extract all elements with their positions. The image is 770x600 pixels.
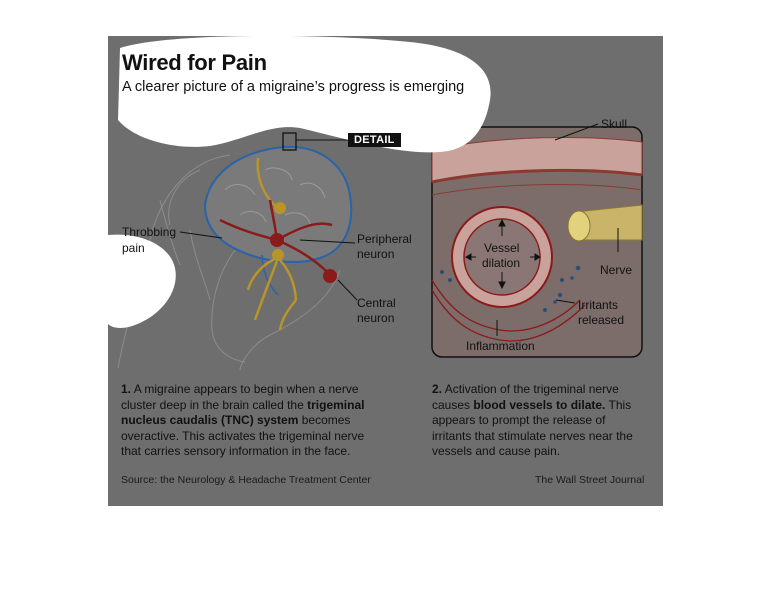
white-blob-left [108, 234, 176, 328]
caption-1-bold: trigeminal nucleus caudalis (TNC) system [121, 397, 365, 428]
caption-1-text-a: A migraine appears to begin when a nerve… [121, 382, 359, 412]
detail-leaders [496, 123, 619, 336]
label-central: Central [357, 296, 396, 310]
brainstem [261, 254, 279, 296]
detail-badge: DETAIL [348, 133, 401, 147]
credit-line: The Wall Street Journal [535, 474, 645, 486]
label-released: released [578, 313, 625, 327]
nerve-node-2 [272, 249, 284, 261]
label-peripheral-neuron: neuron [357, 247, 395, 261]
caption-1-number: 1. [121, 382, 132, 396]
caption-step-1: 1. A migraine appears to begin when a ne… [121, 382, 381, 460]
head-illustration [117, 154, 341, 371]
label-skull: Skull [601, 117, 628, 131]
label-irritants: Irritants [578, 298, 619, 312]
label-nerve: Nerve [600, 263, 633, 277]
caption-step-2: 2. Activation of the trigeminal nerve ca… [432, 382, 642, 460]
white-blob-top [118, 35, 491, 153]
dilation-arrows [465, 218, 541, 290]
peripheral-neuron-dot [270, 233, 284, 247]
caption-2-text-b: This appears to prompt the release of ir… [432, 397, 633, 459]
page-title: Wired for Pain [122, 50, 267, 75]
label-peripheral: Peripheral [357, 232, 412, 246]
label-pain: pain [122, 241, 145, 255]
label-inflammation: Inflammation [466, 339, 535, 353]
label-dilation: dilation [482, 256, 521, 270]
caption-1-text-b: becomes overactive. This activates the t… [121, 413, 365, 458]
label-vessel: Vessel [484, 241, 520, 255]
caption-2-text-a: Activation of the trigeminal nerve cause… [432, 382, 619, 412]
source-note: Source: the Neurology & Headache Treatme… [121, 474, 371, 486]
page-subtitle: A clearer picture of a migraine’s progre… [122, 79, 465, 95]
label-throbbing: Throbbing [122, 225, 177, 239]
nerve-node [274, 202, 286, 214]
leader-lines [179, 132, 432, 301]
detail-box [431, 123, 643, 358]
caption-2-number: 2. [432, 382, 443, 396]
central-neuron-dot [323, 269, 337, 283]
label-central-neuron: neuron [357, 311, 395, 325]
caption-2-bold: blood vessels to dilate. [473, 397, 606, 412]
irritant-dots [440, 265, 581, 312]
